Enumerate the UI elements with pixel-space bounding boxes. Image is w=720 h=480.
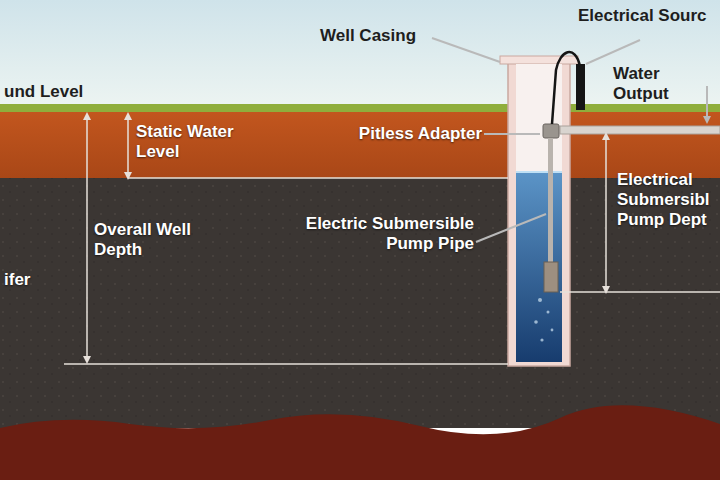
dimension-label: Overall Well Depth (94, 220, 204, 260)
grass (0, 104, 720, 113)
arrow-head (703, 116, 711, 124)
power-cable (552, 52, 580, 124)
dimension-label: Static Water Level (136, 122, 236, 162)
well-casing (508, 58, 570, 366)
water-surface (516, 171, 562, 173)
bubbles (534, 298, 553, 342)
bedrock (0, 405, 720, 480)
casing-cap (500, 56, 578, 64)
zone-label: ifer (4, 270, 64, 290)
pump-pipe (548, 138, 553, 264)
well-water (516, 172, 562, 362)
dimension-ticks (83, 112, 610, 364)
part-label: Water Output (613, 64, 718, 104)
part-label: Electric Submersible Pump Pipe (276, 214, 474, 254)
pitless-adapter (543, 124, 559, 138)
rock-texture (0, 178, 720, 428)
electrical-box (576, 64, 585, 110)
sky (0, 0, 720, 112)
dimension-label: Electrical Submersibl Pump Dept (617, 170, 718, 230)
aquifer-rock (0, 178, 720, 428)
part-label: Electrical Sourc (578, 6, 718, 26)
dimension-lines (64, 114, 720, 364)
part-label: Well Casing (320, 26, 440, 46)
submersible-pump (544, 262, 558, 292)
water-output-pipe (560, 126, 720, 134)
part-label: Pitless Adapter (340, 124, 482, 144)
level-label: und Level (4, 82, 94, 102)
casing-interior (516, 64, 562, 362)
topsoil (0, 112, 720, 178)
